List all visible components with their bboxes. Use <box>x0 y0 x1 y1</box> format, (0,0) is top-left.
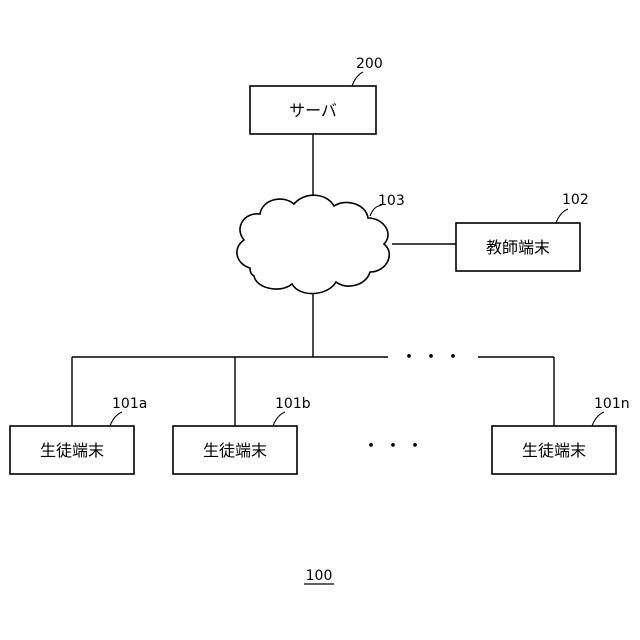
bus-ellipsis: ・・・ <box>400 347 466 368</box>
system-reference: 100 <box>304 568 334 584</box>
server-label: サーバ <box>289 101 337 120</box>
student-a-leader-line <box>110 412 122 426</box>
student-n-leader-line <box>592 412 604 426</box>
server-node: サーバ 200 <box>250 56 383 134</box>
student-b-leader-line <box>273 412 285 426</box>
network-ref: 103 <box>378 193 405 209</box>
student-terminal-a-label: 生徒端末 <box>40 441 104 460</box>
teacher-leader-line <box>556 209 568 223</box>
network-node: 103 <box>237 193 405 294</box>
student-terminal-n-ref: 101n <box>594 396 630 412</box>
server-ref: 200 <box>356 56 383 72</box>
student-terminal-a: 生徒端末 101a <box>10 396 147 474</box>
student-terminal-n: 生徒端末 101n <box>492 396 630 474</box>
teacher-terminal-node: 教師端末 102 <box>456 192 589 271</box>
student-terminal-b-ref: 101b <box>275 396 311 412</box>
server-leader-line <box>352 72 363 86</box>
system-ref: 100 <box>306 568 333 584</box>
student-terminal-n-label: 生徒端末 <box>522 441 586 460</box>
terminals-ellipsis: ・・・ <box>362 436 428 457</box>
student-terminal-a-ref: 101a <box>112 396 147 412</box>
teacher-terminal-label: 教師端末 <box>486 238 550 257</box>
network-cloud <box>237 195 389 293</box>
teacher-terminal-ref: 102 <box>562 192 589 208</box>
student-terminal-b: 生徒端末 101b <box>173 396 311 474</box>
student-terminal-b-label: 生徒端末 <box>203 441 267 460</box>
